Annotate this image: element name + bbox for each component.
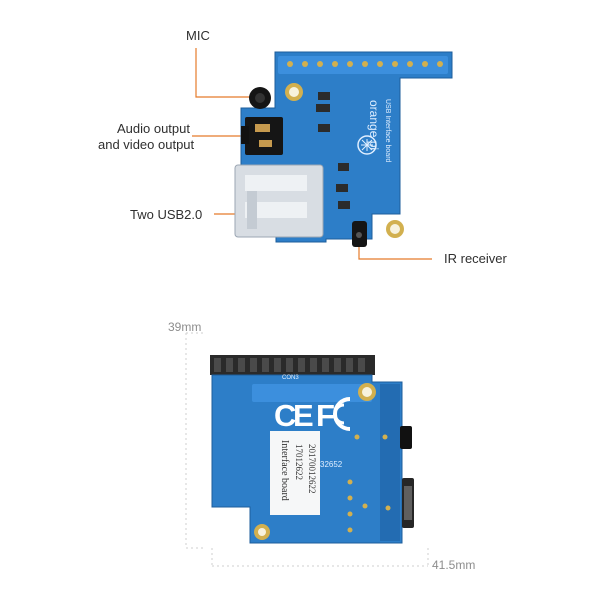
bottom-board: CON3 C E F Interface board 17012622 2017… [210, 355, 414, 544]
bottom-side-code: 32652 [320, 460, 343, 469]
top-chip-c [318, 124, 330, 132]
audio-output-line-1: Audio output [116, 121, 190, 136]
audio-jack-body [245, 117, 283, 155]
sticker-line-1: Interface board [279, 440, 290, 501]
bottom-con-text: CON3 [282, 375, 299, 381]
sticker-line-2: 17012622 [294, 444, 304, 480]
header-teeth [214, 358, 365, 372]
top-chip-a [318, 92, 330, 100]
top-chip-e [336, 184, 348, 192]
bottom-pcb-highlight [252, 384, 372, 402]
audio-output-line-2: and video output [98, 137, 195, 152]
usb-label: Two USB2.0 [130, 207, 203, 222]
svg-text:C: C [274, 398, 296, 433]
top-board: orange pi USB Interface board [234, 51, 453, 247]
sticker-line-3: 20170012622 [307, 444, 317, 494]
mic-label: MIC [186, 28, 210, 43]
height-dimension-label: 39mm [168, 320, 202, 334]
top-chip-d [338, 163, 349, 171]
ce-mark-icon: C E [274, 398, 314, 433]
mic-callout-line [195, 48, 258, 98]
top-chip-b [316, 104, 330, 112]
ir-label: IR receiver [444, 251, 507, 266]
audio-output-label: Audio output and video output [98, 121, 195, 153]
top-chip-f [338, 201, 350, 209]
top-logo-icon [357, 135, 377, 155]
fcc-mark-icon: F [316, 397, 351, 433]
bottom-sticker [270, 431, 320, 515]
svg-text:E: E [293, 398, 314, 433]
top-brand-text: orange pi [367, 100, 381, 150]
bottom-pads [347, 434, 391, 533]
bottom-pcb-right-shadow [380, 384, 400, 541]
top-header-pads [287, 61, 443, 67]
side-jack [400, 426, 412, 449]
svg-text:F: F [316, 398, 335, 433]
top-board-name: USB Interface board [384, 99, 391, 163]
width-dimension-label: 41.5mm [432, 558, 476, 572]
